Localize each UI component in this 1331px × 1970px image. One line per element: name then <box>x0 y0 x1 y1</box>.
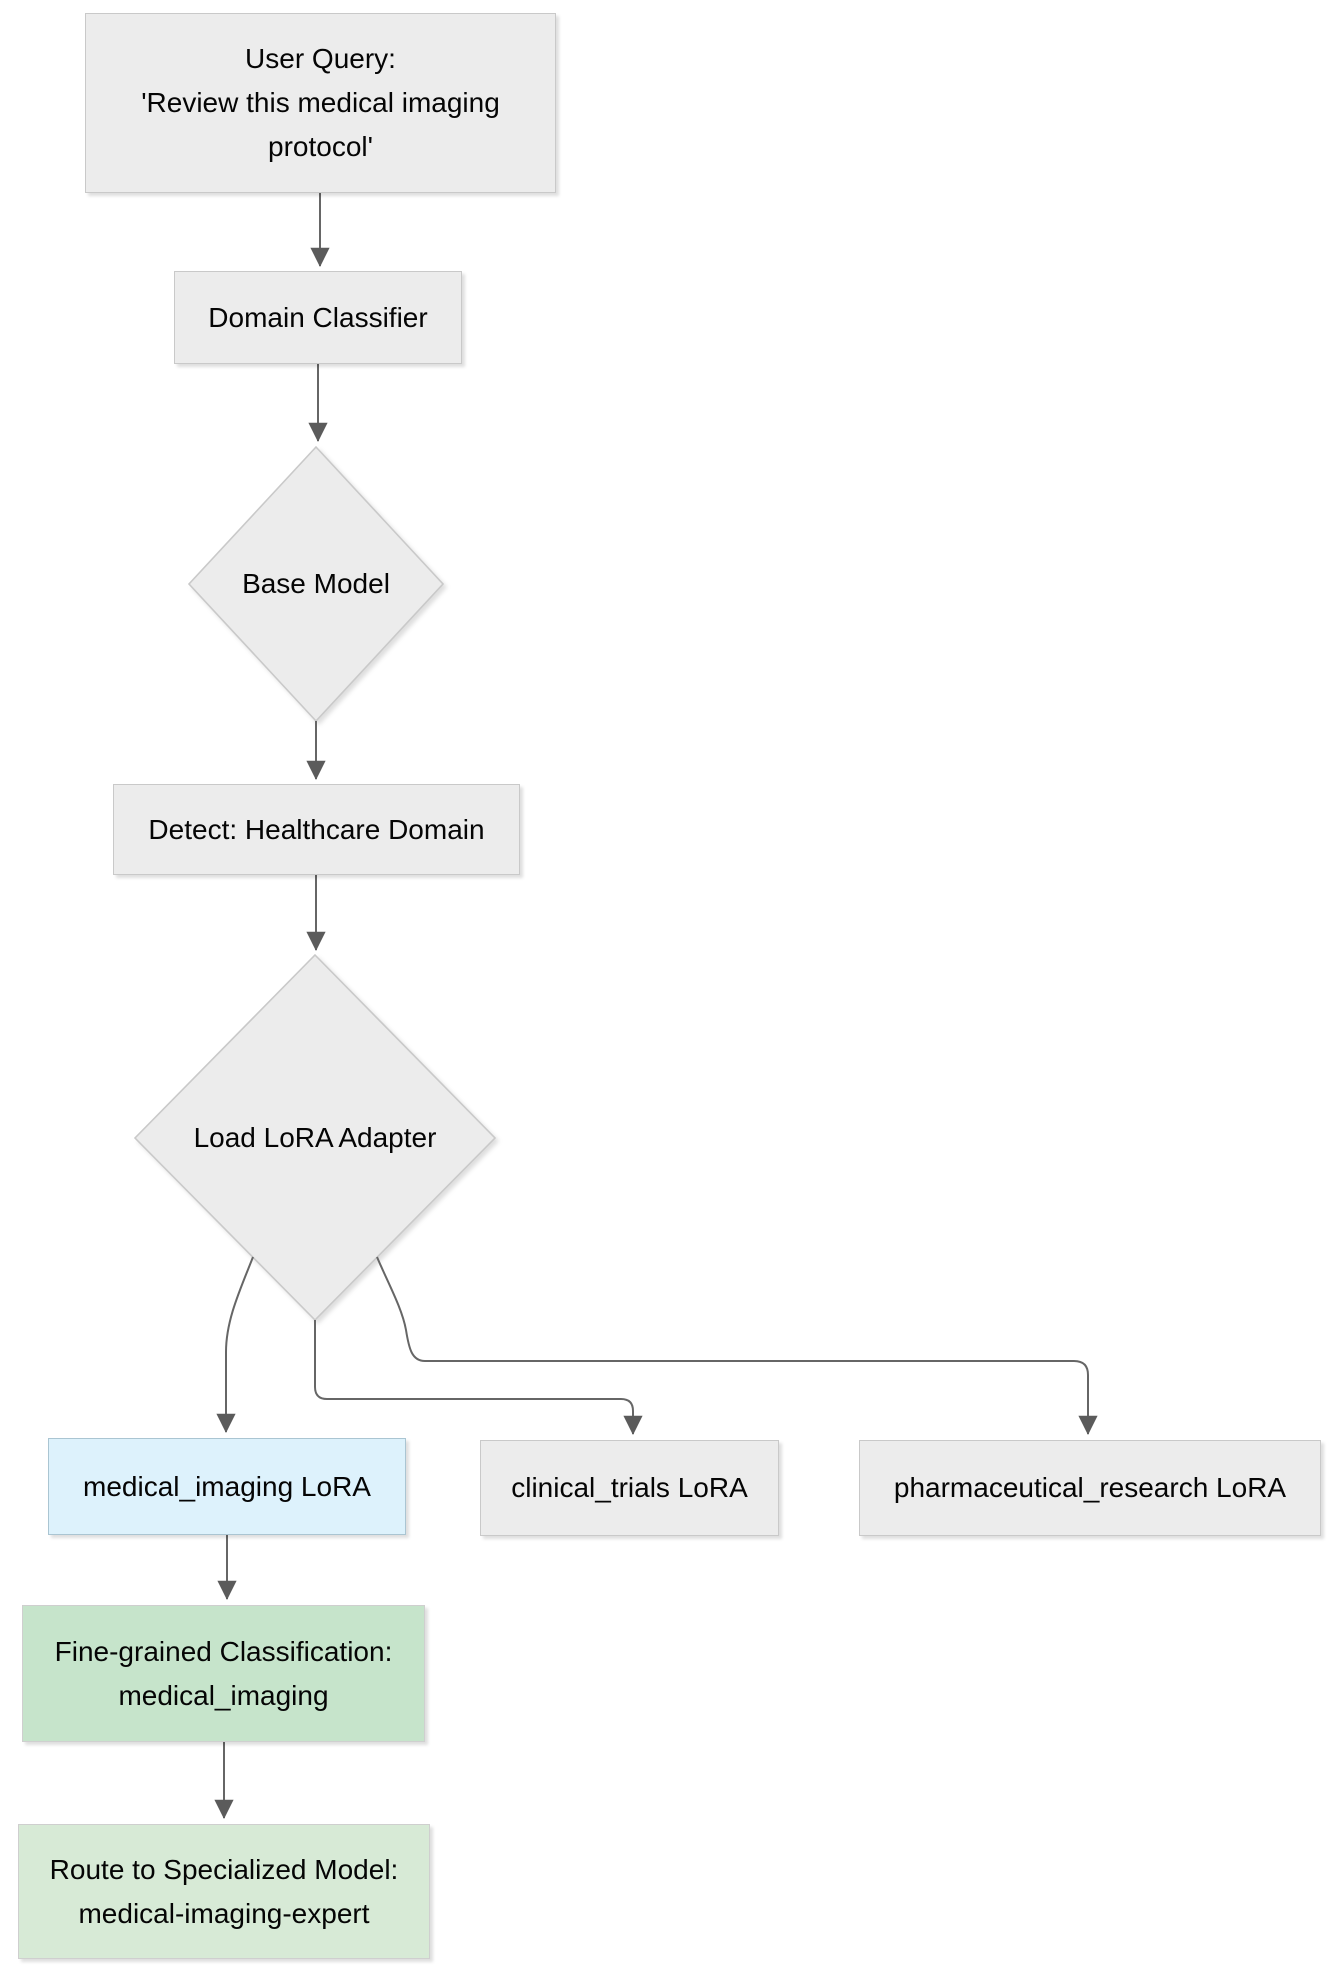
node-load-lora-adapter-label: Load LoRA Adapter <box>135 955 495 1320</box>
node-label: Route to Specialized Model: <box>49 1853 399 1885</box>
node-label: Detect: Healthcare Domain <box>148 813 485 845</box>
node-label: clinical_trials LoRA <box>511 1472 748 1503</box>
node-clinical-trials-lora: clinical_trials LoRA <box>480 1440 779 1536</box>
node-label: medical_imaging LoRA <box>83 1470 371 1502</box>
node-route-specialized-model: Route to Specialized Model: medical-imag… <box>18 1824 430 1959</box>
edge-load-lora-to-medical-imaging <box>216 1256 254 1433</box>
node-label: 'Review this medical imaging <box>141 87 500 118</box>
node-label: pharmaceutical_research LoRA <box>893 1472 1287 1503</box>
node-label: Base Model <box>242 568 390 599</box>
node-domain-classifier: Domain Classifier <box>174 271 462 364</box>
node-medical-imaging-lora: medical_imaging LoRA <box>48 1438 406 1535</box>
node-label: Load LoRA Adapter <box>193 1121 437 1153</box>
node-pharmaceutical-research-lora: pharmaceutical_research LoRA <box>859 1440 1321 1536</box>
node-label: Fine-grained Classification: <box>54 1635 393 1667</box>
node-label: protocol' <box>268 131 373 162</box>
edge-load-lora-to-clinical-trials <box>314 1320 643 1435</box>
node-label: medical-imaging-expert <box>78 1897 370 1929</box>
node-label: medical_imaging <box>118 1679 329 1711</box>
node-fine-grained-classification: Fine-grained Classification: medical_ima… <box>22 1605 425 1742</box>
node-label: Domain Classifier <box>208 301 428 333</box>
node-user-query: User Query: 'Review this medical imaging… <box>85 13 556 193</box>
node-label: User Query: <box>245 43 396 74</box>
node-base-model-label: Base Model <box>189 447 443 721</box>
edge-load-lora-to-pharmaceutical <box>376 1256 1098 1435</box>
node-detect-healthcare-domain: Detect: Healthcare Domain <box>113 784 520 875</box>
